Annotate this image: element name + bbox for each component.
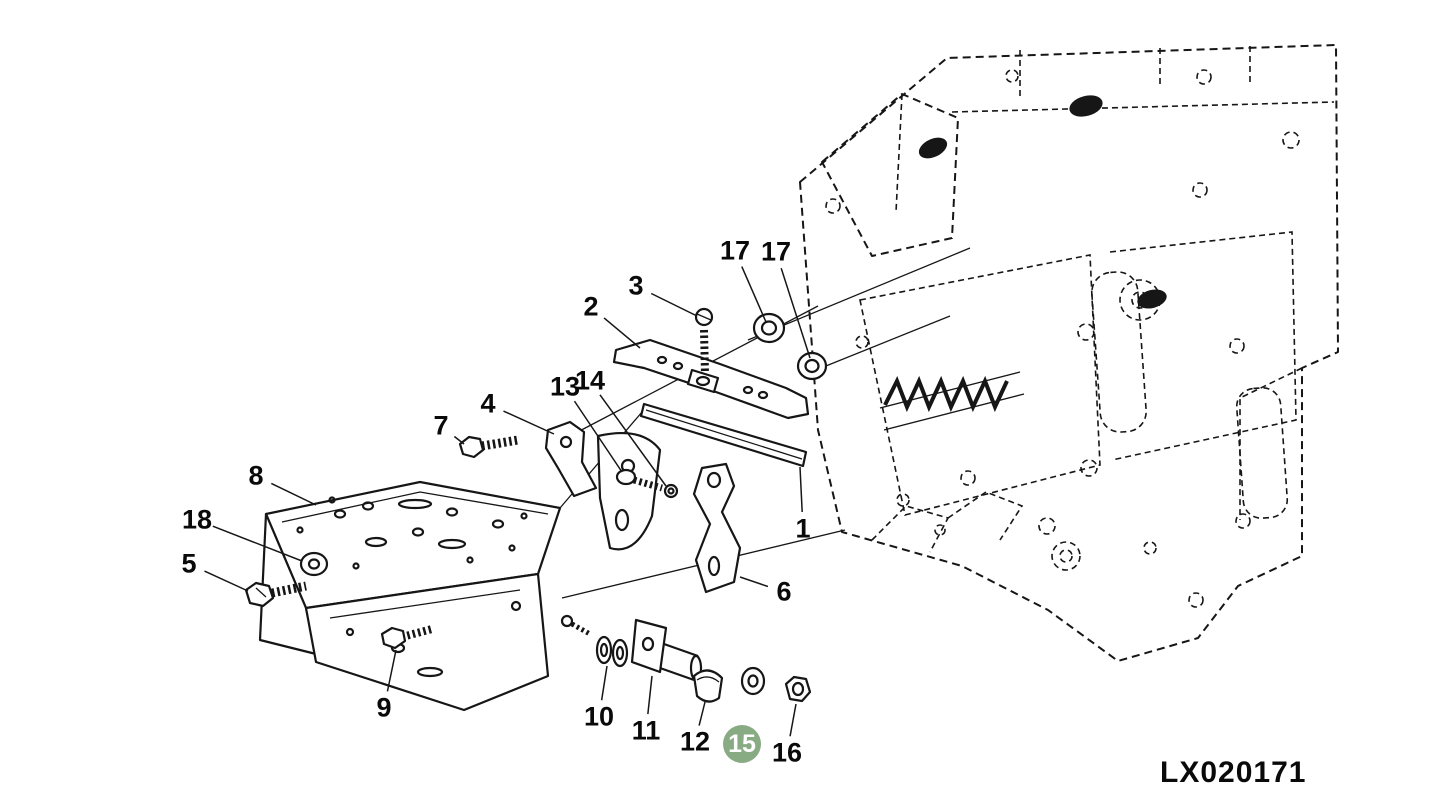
leader-line-5 [204, 570, 249, 592]
part-16-nut [784, 675, 812, 703]
callout-8: 8 [248, 460, 264, 491]
part-10-washers [595, 635, 629, 668]
leader-line-7 [453, 435, 465, 445]
leader-lines [204, 266, 811, 737]
leader-line-9 [386, 649, 397, 692]
leader-line-1 [799, 466, 803, 513]
leader-line-11 [647, 675, 653, 715]
callout-16: 16 [771, 737, 803, 768]
part-5-bolt [244, 581, 307, 608]
leader-line-16 [789, 703, 797, 737]
part-17-bushing-b [796, 351, 828, 381]
callout-18: 18 [181, 504, 213, 535]
callout-14: 14 [574, 365, 606, 396]
internal-spring [879, 371, 1025, 431]
callout-6: 6 [776, 576, 792, 607]
leader-line-17 [780, 267, 811, 359]
callout-13: 13 [549, 371, 581, 402]
highlighted-callout-15: 15 [723, 725, 761, 763]
leader-line-10 [600, 665, 608, 701]
callout-7: 7 [433, 410, 449, 441]
callout-17: 17 [760, 236, 792, 267]
leader-line-2 [603, 317, 641, 349]
leader-line-14 [599, 394, 667, 487]
callout-2: 2 [583, 291, 599, 322]
part-12-cap-nut [692, 669, 724, 703]
part-15-washer [740, 666, 766, 696]
part-1-rod [639, 402, 808, 468]
leader-line-3 [650, 292, 698, 317]
part-2-lever-plate [612, 338, 810, 420]
part-14-nut [663, 483, 679, 499]
part-9-bolt [380, 625, 434, 650]
part-7-bolt [458, 435, 519, 459]
leader-line-17 [741, 266, 767, 323]
leader-line-4 [503, 410, 555, 435]
part-3-bolt [694, 307, 714, 375]
housing-outline [799, 44, 1339, 662]
drawing-code: LX020171 [1160, 756, 1307, 789]
intermediate-plate [596, 432, 662, 551]
callout-10: 10 [583, 701, 615, 732]
part-6-lever [692, 462, 742, 594]
leader-line-13 [573, 400, 623, 473]
pivot-stud [560, 614, 592, 637]
callout-9: 9 [376, 692, 392, 723]
leader-line-8 [270, 482, 317, 506]
leader-line-18 [212, 525, 303, 562]
callout-1: 1 [795, 513, 811, 544]
part-8-bracket [258, 480, 562, 712]
leader-line-12 [698, 701, 706, 726]
callout-17: 17 [719, 235, 751, 266]
callout-12: 12 [679, 726, 711, 757]
part-17-bushing-a [752, 312, 786, 344]
part-13-bolt [615, 468, 663, 492]
callout-3: 3 [628, 270, 644, 301]
callout-11: 11 [631, 715, 661, 746]
part-11-shaft-arm [630, 618, 703, 682]
leader-line-6 [739, 576, 769, 588]
part-18-washer [299, 551, 329, 577]
callout-4: 4 [480, 388, 496, 419]
part-4-bracket [544, 420, 598, 498]
callout-5: 5 [181, 548, 197, 579]
